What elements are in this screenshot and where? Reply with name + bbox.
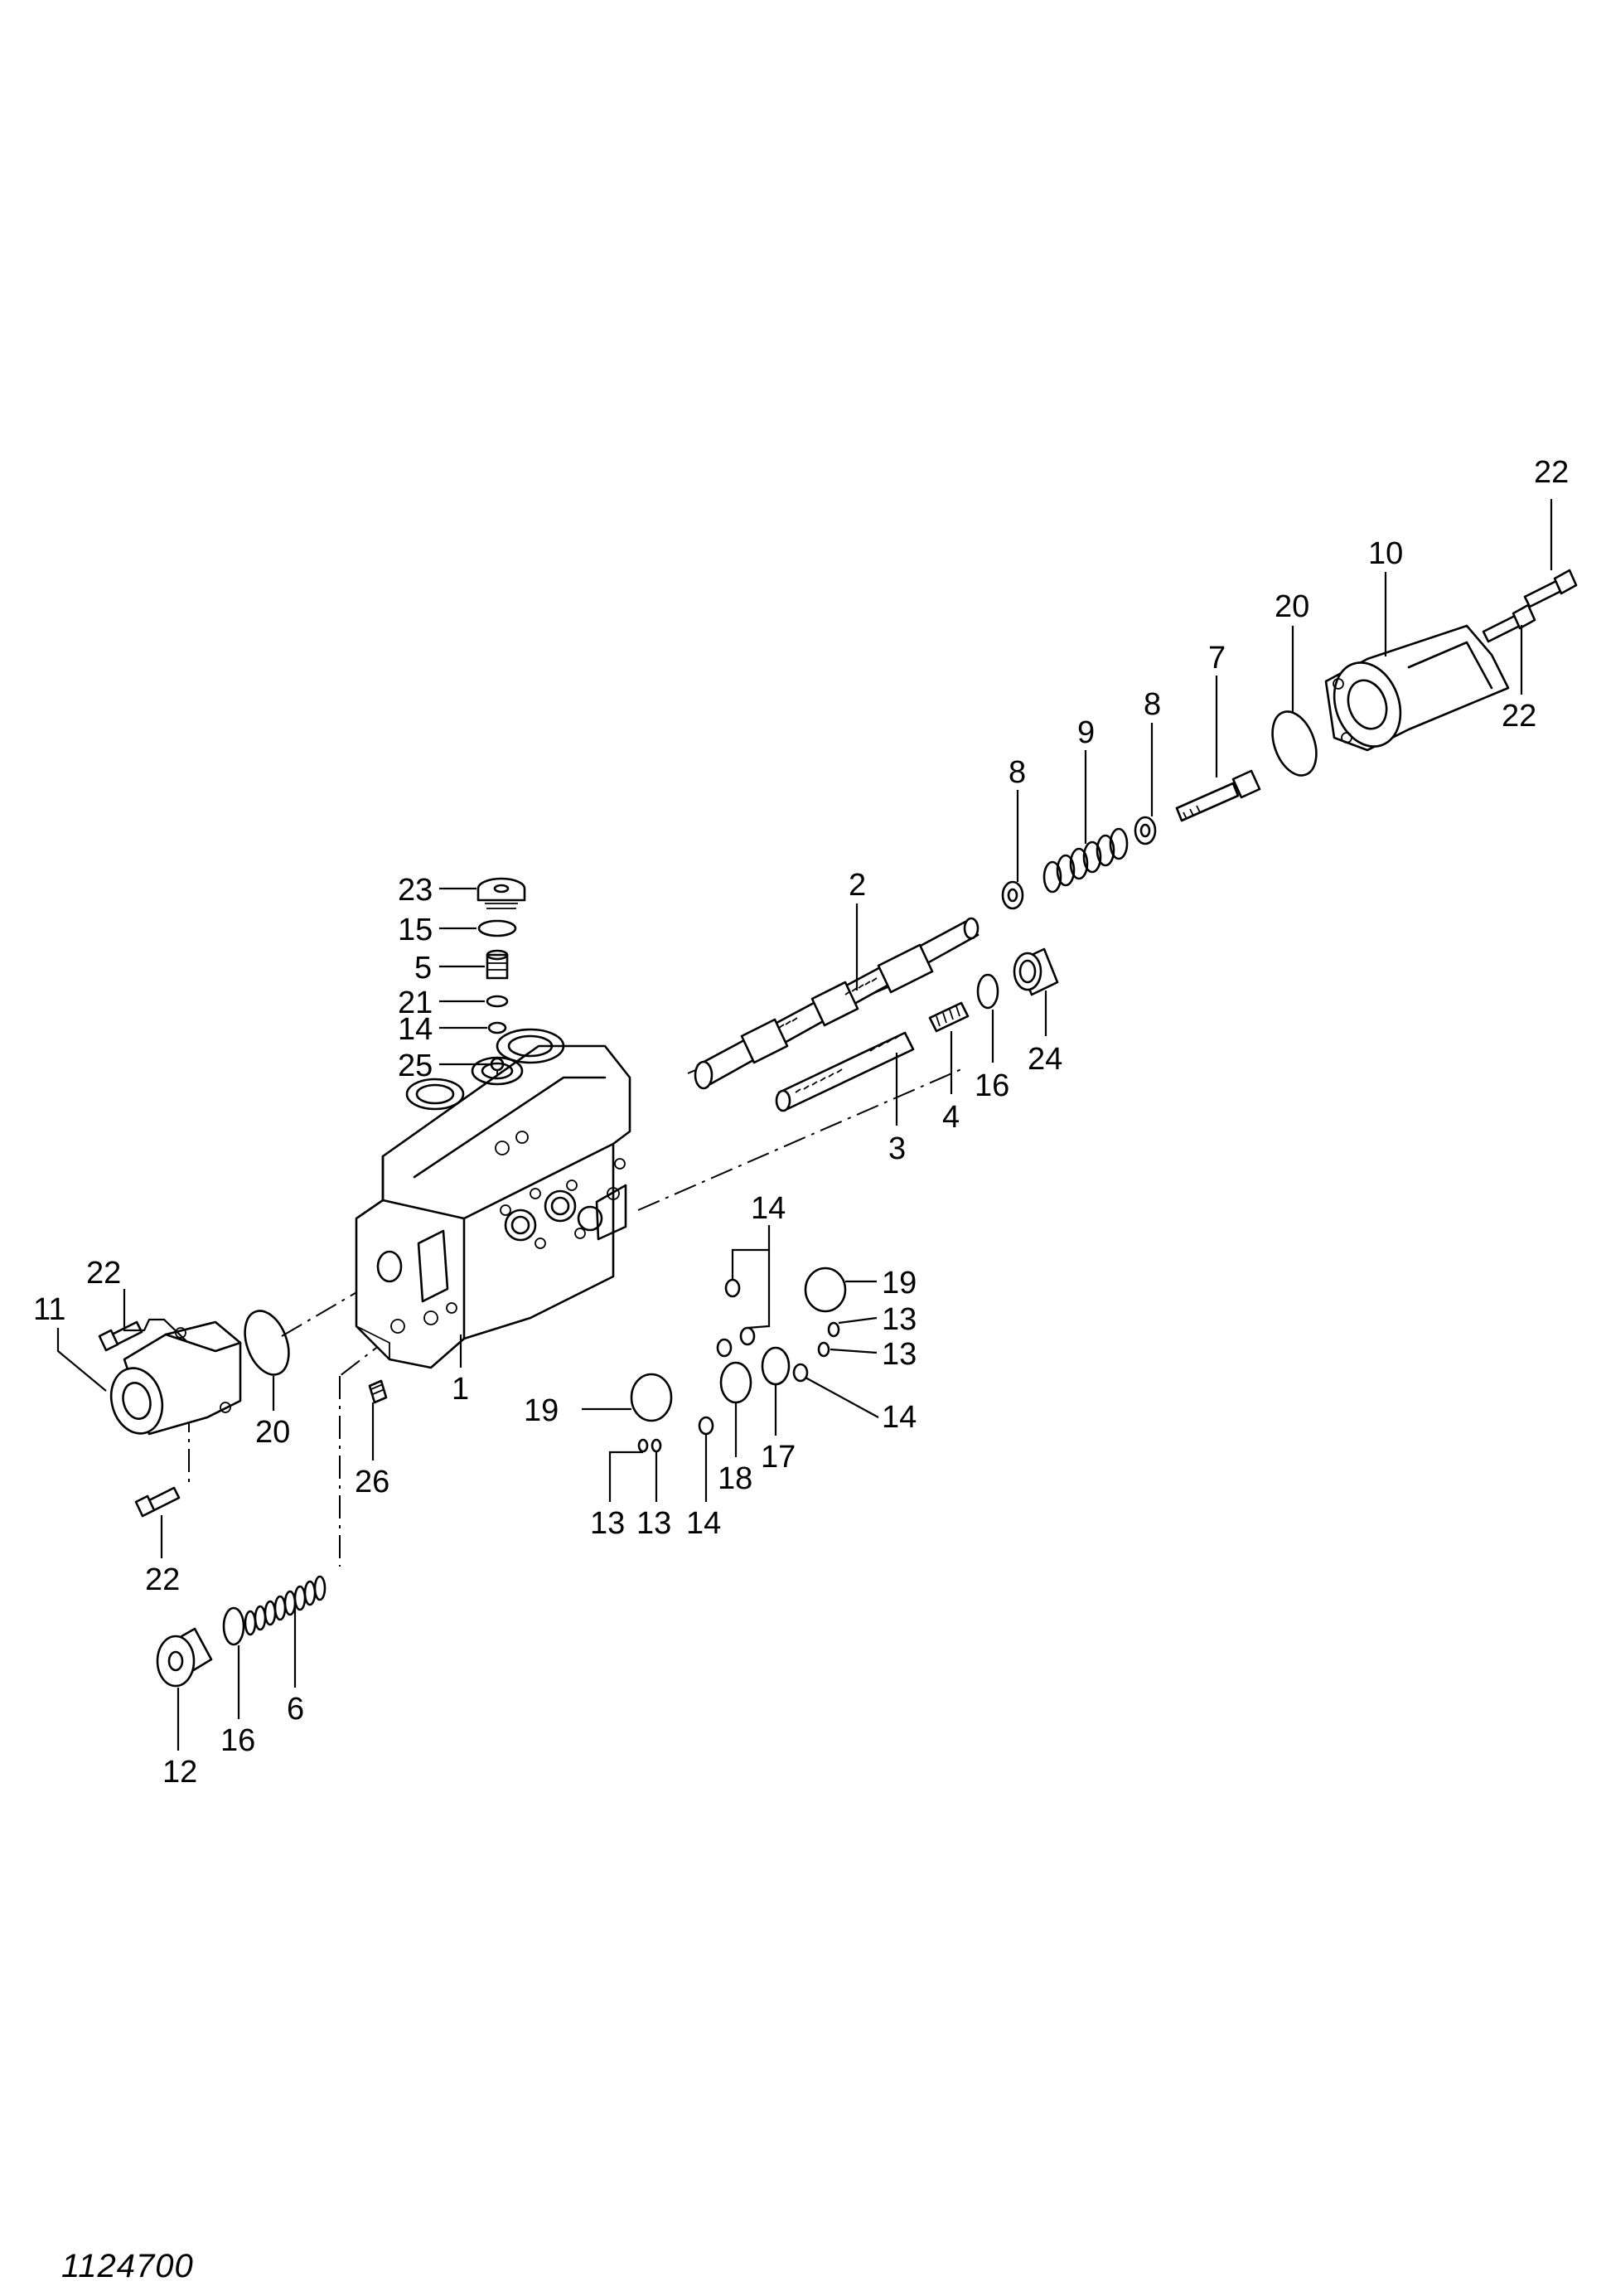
callout-21: 21: [398, 986, 433, 1020]
spool-cap-part-10: [1324, 624, 1510, 752]
callout-labels: 22 10 20 22 7 8 9 8 2 23 15 5 21 14 25 2…: [33, 455, 1569, 1790]
callout-14-right: 14: [882, 1400, 917, 1435]
o-ring-13-a: [827, 1321, 840, 1338]
o-ring-14-e: [698, 1416, 714, 1436]
callout-7: 7: [1208, 641, 1226, 676]
o-ring-13-c: [637, 1438, 649, 1453]
o-ring-16-left: [222, 1606, 245, 1646]
callout-8-right: 8: [1144, 687, 1161, 722]
callout-19-right: 19: [882, 1266, 917, 1301]
o-ring-20-left: [244, 1310, 290, 1376]
callout-15: 15: [398, 913, 433, 947]
callout-22-left: 22: [86, 1256, 121, 1291]
callout-25: 25: [398, 1049, 433, 1083]
callout-3: 3: [888, 1131, 906, 1166]
o-ring-14-c: [739, 1326, 756, 1346]
main-spool: [694, 917, 980, 1090]
callout-12: 12: [162, 1755, 197, 1790]
o-ring-13-d: [651, 1438, 662, 1453]
o-ring-13-b: [817, 1341, 830, 1358]
plug-part-23: [476, 877, 526, 909]
bolt-22-right: [1482, 603, 1536, 643]
callout-2: 2: [849, 868, 866, 903]
o-ring-14-d: [792, 1363, 809, 1383]
spring-part-6: [244, 1575, 327, 1636]
o-ring-16-right: [976, 973, 999, 1010]
o-ring-18: [719, 1361, 752, 1404]
callout-20-left: 20: [255, 1415, 290, 1450]
callout-17: 17: [761, 1440, 796, 1475]
callout-4: 4: [942, 1100, 960, 1135]
o-ring-19-right: [804, 1267, 847, 1313]
bolt-22-bottom: [134, 1486, 181, 1518]
valve-housing: [355, 1028, 631, 1369]
callout-24: 24: [1028, 1042, 1062, 1077]
callout-22-top: 22: [1534, 455, 1569, 490]
callout-14-bottom: 14: [686, 1506, 721, 1541]
spring-seat-8-right: [1134, 816, 1157, 845]
callout-10: 10: [1368, 536, 1403, 571]
callout-13-c: 13: [590, 1506, 625, 1541]
callout-20-right: 20: [1275, 589, 1309, 624]
callout-23: 23: [398, 873, 433, 908]
o-ring-15: [477, 919, 517, 937]
check-valve-part-5: [486, 949, 509, 980]
bolt-22-left: [98, 1320, 143, 1352]
spring-part-9: [1042, 827, 1129, 894]
o-ring-17: [761, 1346, 791, 1386]
callout-22-right: 22: [1502, 699, 1536, 734]
o-ring-14-top: [487, 1021, 507, 1034]
o-ring-19-left: [630, 1373, 673, 1422]
callout-16-left: 16: [220, 1723, 255, 1758]
callout-5: 5: [414, 951, 432, 986]
o-ring-14-a: [724, 1278, 741, 1298]
drawing-number: 1124700: [61, 2248, 194, 2284]
seal-rings: [630, 1267, 847, 1453]
o-ring-21: [486, 995, 509, 1008]
callout-22-bottom: 22: [145, 1562, 180, 1597]
spool-bolt-part-7: [1175, 769, 1261, 822]
callout-13-a: 13: [882, 1302, 917, 1337]
callout-11: 11: [33, 1292, 65, 1327]
callout-13-d: 13: [636, 1506, 671, 1541]
callout-13-b: 13: [882, 1337, 917, 1372]
leader-lines: [56, 499, 1553, 1751]
callout-26: 26: [355, 1465, 389, 1499]
callout-8-left: 8: [1009, 755, 1026, 790]
callout-14-mid: 14: [751, 1191, 786, 1226]
callout-18: 18: [718, 1461, 752, 1496]
spring-seat-8-left: [1001, 880, 1024, 910]
ball-part-25: [490, 1057, 505, 1072]
callout-16-right: 16: [975, 1068, 1009, 1103]
o-ring-14-b: [716, 1338, 733, 1358]
callout-1: 1: [452, 1372, 469, 1407]
plug-part-26: [368, 1379, 388, 1404]
plug-part-24: [1013, 947, 1059, 996]
callout-6: 6: [287, 1692, 304, 1727]
bolt-22-top: [1523, 569, 1578, 608]
plug-part-12: [156, 1627, 213, 1688]
load-check-spool: [775, 1031, 915, 1112]
o-ring-20-right: [1271, 710, 1318, 777]
shim-part-4: [928, 1001, 970, 1033]
spool-cap-part-11: [109, 1320, 242, 1436]
callout-9: 9: [1077, 715, 1095, 750]
callout-19-left: 19: [524, 1393, 559, 1428]
callout-14-top: 14: [398, 1012, 433, 1047]
